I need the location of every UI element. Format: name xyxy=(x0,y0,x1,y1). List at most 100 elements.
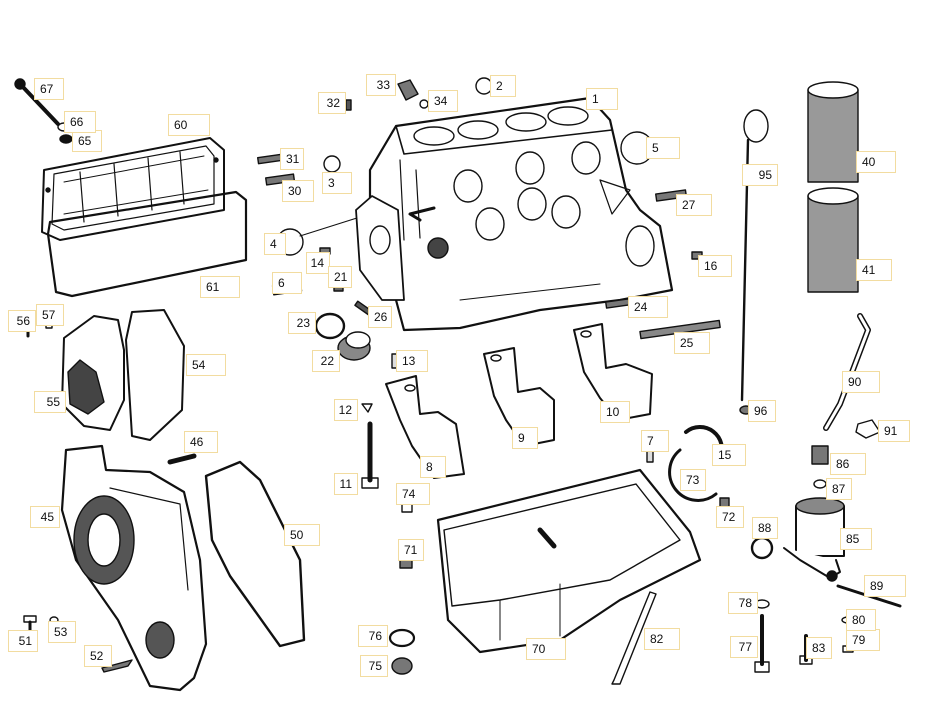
dipstick-95 xyxy=(742,110,768,400)
nut-91 xyxy=(856,420,880,438)
label-2: 2 xyxy=(490,75,516,97)
label-5: 5 xyxy=(646,137,680,159)
label-57: 57 xyxy=(36,304,64,326)
label-80: 80 xyxy=(846,609,876,631)
label-82: 82 xyxy=(644,628,680,650)
label-96: 96 xyxy=(748,400,776,422)
label-83: 83 xyxy=(806,637,832,659)
label-65: 65 xyxy=(72,130,102,152)
label-45: 45 xyxy=(30,506,60,528)
label-87: 87 xyxy=(826,478,852,500)
label-90: 90 xyxy=(842,371,880,393)
studs-30-31 xyxy=(258,154,295,185)
timing-case-45 xyxy=(62,446,206,690)
bolt-11 xyxy=(362,424,378,488)
liner-41 xyxy=(808,188,858,292)
oil-pan-70 xyxy=(438,470,700,652)
stud-46 xyxy=(170,456,194,462)
bracket-82 xyxy=(612,592,656,684)
gasket-54 xyxy=(126,310,184,440)
label-27: 27 xyxy=(676,194,712,216)
label-40: 40 xyxy=(856,151,896,173)
ring-23 xyxy=(316,314,344,338)
label-8: 8 xyxy=(420,456,446,478)
plug-3 xyxy=(324,156,340,172)
label-70: 70 xyxy=(526,638,566,660)
label-26: 26 xyxy=(368,306,392,328)
label-95: 95 xyxy=(742,164,778,186)
label-53: 53 xyxy=(48,621,76,643)
label-54: 54 xyxy=(186,354,226,376)
stud-27 xyxy=(656,190,687,201)
label-1: 1 xyxy=(586,88,618,110)
washer-87 xyxy=(814,480,826,488)
label-56: 56 xyxy=(8,310,36,332)
gasket-61 xyxy=(48,192,246,296)
washer-88 xyxy=(752,538,772,558)
label-33: 33 xyxy=(366,74,396,96)
liner-40 xyxy=(808,82,858,182)
sender-33 xyxy=(398,80,418,100)
label-41: 41 xyxy=(856,259,892,281)
label-15: 15 xyxy=(712,444,746,466)
washer-65 xyxy=(60,135,72,143)
label-78: 78 xyxy=(728,592,758,614)
label-16: 16 xyxy=(698,255,732,277)
label-89: 89 xyxy=(864,575,906,597)
filter-housing-85 xyxy=(784,498,844,581)
label-4: 4 xyxy=(264,233,286,255)
bearing-cap-9 xyxy=(484,348,554,446)
washer-34 xyxy=(420,100,428,108)
label-22: 22 xyxy=(312,350,340,372)
label-67: 67 xyxy=(34,78,64,100)
label-75: 75 xyxy=(360,655,388,677)
label-91: 91 xyxy=(878,420,910,442)
engine-block-1 xyxy=(356,98,672,330)
label-6: 6 xyxy=(272,272,302,294)
label-50: 50 xyxy=(284,524,320,546)
label-86: 86 xyxy=(830,453,866,475)
label-3: 3 xyxy=(322,172,352,194)
plug-75 xyxy=(392,658,412,674)
label-30: 30 xyxy=(282,180,314,202)
gasket-50 xyxy=(206,462,304,646)
label-66: 66 xyxy=(64,111,96,133)
label-24: 24 xyxy=(628,296,668,318)
label-34: 34 xyxy=(428,90,458,112)
label-52: 52 xyxy=(84,645,112,667)
label-61: 61 xyxy=(200,276,240,298)
label-7: 7 xyxy=(641,430,669,452)
label-88: 88 xyxy=(752,517,778,539)
valve-cover-60 xyxy=(42,138,224,240)
washer-12 xyxy=(362,404,372,412)
label-51: 51 xyxy=(8,630,38,652)
bearing-cap-8 xyxy=(386,376,464,478)
label-10: 10 xyxy=(600,401,630,423)
pin-32 xyxy=(346,100,351,110)
label-32: 32 xyxy=(318,92,346,114)
pin-52 xyxy=(102,660,132,672)
ring-73 xyxy=(670,450,716,500)
cover-55 xyxy=(62,316,124,430)
label-72: 72 xyxy=(716,506,744,528)
label-76: 76 xyxy=(358,625,388,647)
label-60: 60 xyxy=(168,114,210,136)
fitting-22 xyxy=(338,332,370,360)
label-79: 79 xyxy=(846,629,880,651)
label-23: 23 xyxy=(288,312,316,334)
label-77: 77 xyxy=(730,636,758,658)
label-21: 21 xyxy=(328,266,352,288)
label-31: 31 xyxy=(280,148,304,170)
label-73: 73 xyxy=(680,469,706,491)
label-12: 12 xyxy=(334,399,358,421)
label-9: 9 xyxy=(512,427,538,449)
bearing-cap-10 xyxy=(574,324,652,420)
label-13: 13 xyxy=(396,350,428,372)
fitting-86 xyxy=(812,446,828,464)
label-11: 11 xyxy=(334,473,358,495)
label-46: 46 xyxy=(184,431,218,453)
label-55: 55 xyxy=(34,391,66,413)
label-25: 25 xyxy=(674,332,710,354)
